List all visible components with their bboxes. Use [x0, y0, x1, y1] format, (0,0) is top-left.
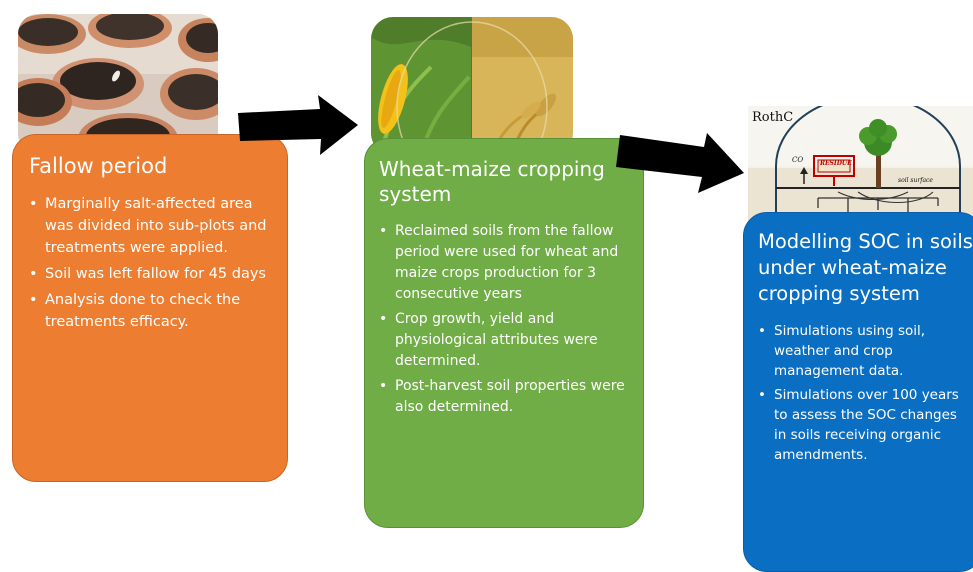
- residue-label: RESIDUE: [820, 160, 852, 167]
- fallow-period-box: Fallow period Marginally salt-affected a…: [12, 134, 288, 482]
- fallow-bullet-1: Marginally salt-affected area was divide…: [29, 193, 275, 259]
- soil-pots-photo: [18, 14, 218, 154]
- wheat-maize-bullet-3: Post-harvest soil properties were also d…: [379, 376, 633, 418]
- co2-label: CO: [792, 156, 804, 164]
- wheat-maize-photo: [371, 17, 573, 155]
- soil-surface-label: soil surface: [898, 177, 933, 184]
- fallow-bullet-3: Analysis done to check the treatments ef…: [29, 289, 275, 333]
- wheat-maize-illustration: [371, 17, 573, 155]
- fallow-bullet-2: Soil was left fallow for 45 days: [29, 263, 275, 285]
- fallow-period-list: Marginally salt-affected area was divide…: [29, 193, 275, 333]
- arrow-right-icon: [238, 95, 358, 155]
- modelling-soc-title: Modelling SOC in soils under wheat-maize…: [758, 230, 973, 305]
- arrow-right-down-icon: [616, 133, 744, 193]
- rothc-model-illustration: [748, 106, 973, 224]
- wheat-maize-bullet-1: Reclaimed soils from the fallow period w…: [379, 221, 633, 305]
- modelling-bullet-1: Simulations using soil, weather and crop…: [758, 321, 970, 381]
- wheat-maize-bullet-2: Crop growth, yield and physiological att…: [379, 309, 633, 372]
- rothc-label: RothC: [752, 110, 794, 125]
- wheat-maize-list: Reclaimed soils from the fallow period w…: [379, 221, 633, 418]
- modelling-soc-box: Modelling SOC in soils under wheat-maize…: [743, 212, 973, 572]
- wheat-maize-title: Wheat-maize cropping system: [379, 157, 605, 206]
- soil-pots-illustration: [18, 14, 218, 154]
- modelling-bullet-2: Simulations over 100 years to assess the…: [758, 385, 970, 465]
- rothc-diagram: RothC CO RESIDUE soil surface: [748, 106, 973, 224]
- fallow-period-title: Fallow period: [29, 154, 168, 178]
- modelling-soc-list: Simulations using soil, weather and crop…: [758, 321, 972, 465]
- wheat-maize-box: Wheat-maize cropping system Reclaimed so…: [364, 138, 644, 528]
